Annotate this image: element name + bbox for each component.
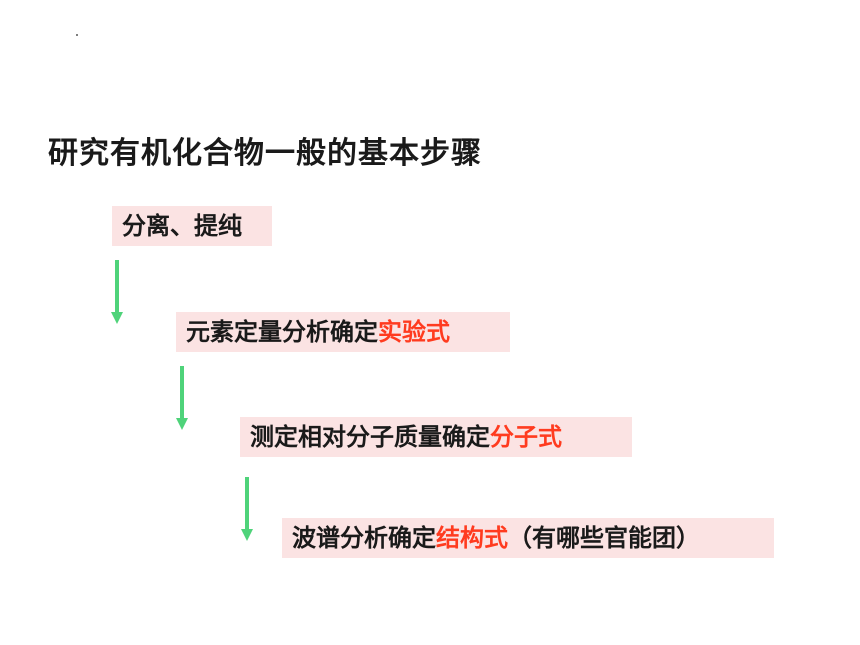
step-text: 测定相对分子质量确定 [250,423,490,451]
step-highlight: 实验式 [378,318,450,346]
step-text: 波谱分析确定 [292,524,436,552]
page-title: 研究有机化合物一般的基本步骤 [48,136,482,171]
step-box-separation: 分离、提纯 [112,206,272,246]
down-arrow-icon [176,366,188,430]
step-highlight: 结构式 [436,524,508,552]
down-arrow-icon [111,260,123,324]
decorative-dot [76,34,78,36]
step-box-structural-formula: 波谱分析确定结构式（有哪些官能团） [282,518,774,558]
down-arrow-icon [241,477,253,541]
step-text: 元素定量分析确定 [186,318,378,346]
step-text: 分离、提纯 [122,212,242,240]
step-box-empirical-formula: 元素定量分析确定实验式 [176,312,510,352]
step-box-molecular-formula: 测定相对分子质量确定分子式 [240,417,632,457]
step-highlight: 分子式 [490,423,562,451]
step-suffix: （有哪些官能团） [508,524,700,552]
